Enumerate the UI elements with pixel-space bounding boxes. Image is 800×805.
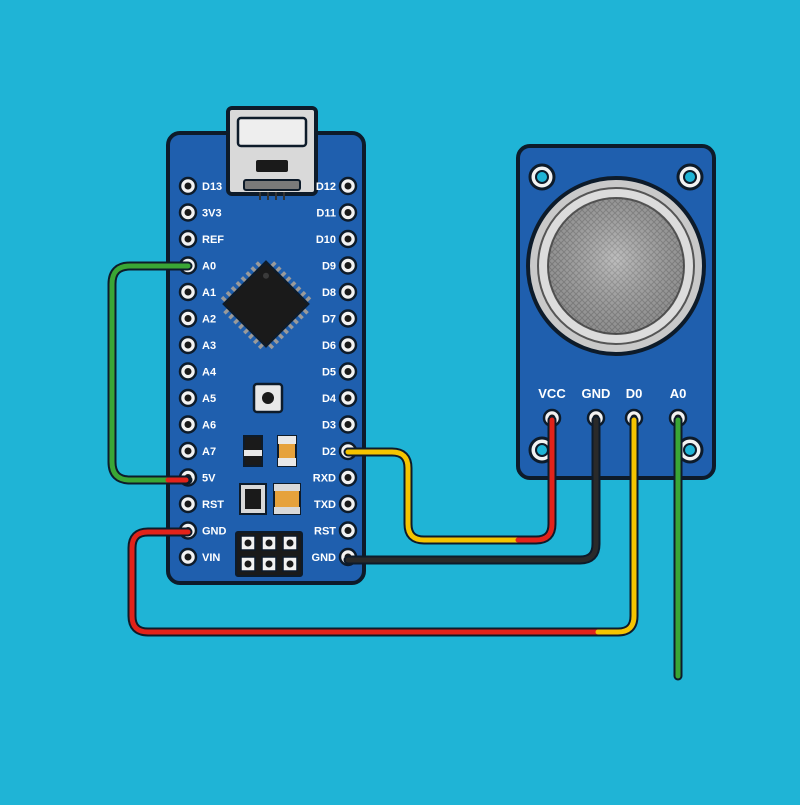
arduino-pin-a4 <box>178 362 198 381</box>
arduino-pcb <box>166 131 366 585</box>
arduino-pin-label: D13 <box>202 181 222 193</box>
arduino-pin-label: D2 <box>322 446 336 458</box>
sensor-pin-label: D0 <box>626 386 643 401</box>
arduino-pin-a6 <box>178 415 198 434</box>
arduino-pin-a3 <box>178 335 198 355</box>
arduino-pin-label: A2 <box>202 314 216 326</box>
arduino-pin-d3 <box>338 415 358 434</box>
arduino-pin-label: D7 <box>322 314 336 326</box>
arduino-pin-rst <box>178 494 198 514</box>
wire-red-gnd-to-d0-core <box>129 529 603 635</box>
arduino-pin-label: 3V3 <box>202 208 222 220</box>
arduino-pin-rst <box>338 521 358 540</box>
arduino-pin-d9 <box>338 256 358 275</box>
arduino-pin-label: GND <box>312 552 337 564</box>
arduino-pin-label: 5V <box>202 473 216 485</box>
arduino-pin-d6 <box>338 335 358 355</box>
arduino-pin-rxd <box>338 468 358 487</box>
arduino-pin-d10 <box>338 229 358 249</box>
mounting-hole-bottom-right <box>676 436 704 464</box>
arduino-pin-label: GND <box>202 526 227 538</box>
arduino-pin-label: D11 <box>316 208 336 220</box>
arduino-pin-d4 <box>338 388 358 408</box>
usb-mini-connector-icon <box>226 106 318 200</box>
arduino-pin-label: A4 <box>202 367 217 379</box>
arduino-pin-label: D12 <box>316 181 336 193</box>
wire-green-a0-to-5v-core <box>109 263 191 483</box>
mounting-hole-top-right <box>676 163 704 191</box>
sensor-pin-label: A0 <box>670 386 687 401</box>
wire-red-vcc-core <box>515 417 555 543</box>
arduino-pin-label: D3 <box>322 420 336 432</box>
arduino-pin-d13 <box>178 176 198 196</box>
arduino-pin-txd <box>338 494 358 514</box>
arduino-pin-a5 <box>178 388 198 408</box>
smd-tantalum <box>273 483 301 515</box>
sensor-pin-label: GND <box>582 386 611 401</box>
arduino-pin-d8 <box>338 282 358 302</box>
arduino-pin-label: D10 <box>316 234 336 246</box>
arduino-pin-label: RXD <box>313 473 336 485</box>
arduino-pin-label: D8 <box>322 287 336 299</box>
arduino-pin-label: VIN <box>202 552 220 564</box>
arduino-pin-label: A6 <box>202 420 216 432</box>
arduino-pin-d5 <box>338 362 358 381</box>
wires <box>107 261 683 681</box>
arduino-pin-a2 <box>178 309 198 328</box>
arduino-pin-label: D4 <box>322 393 337 405</box>
sensor-pin-label: VCC <box>538 386 566 401</box>
reset-button-icon[interactable] <box>252 382 284 414</box>
smd-diode <box>243 435 263 467</box>
arduino-pin-label: D6 <box>322 340 336 352</box>
arduino-pin-label: D9 <box>322 261 336 273</box>
arduino-pin-label: REF <box>202 234 224 246</box>
arduino-pin-label: RST <box>202 499 224 511</box>
smd-capacitor <box>277 435 297 467</box>
arduino-pin-label: A3 <box>202 340 216 352</box>
sensor-mesh-icon <box>526 176 706 356</box>
wire-yellow-d0-core <box>595 417 637 635</box>
arduino-pin-d12 <box>338 176 358 196</box>
mounting-hole-top-left <box>528 163 556 191</box>
arduino-pin-label: A5 <box>202 393 216 405</box>
arduino-pin-label: A7 <box>202 446 216 458</box>
arduino-pin-a7 <box>178 441 198 461</box>
arduino-pin-ref <box>178 229 198 249</box>
arduino-pin-label: TXD <box>314 499 336 511</box>
microcontroller-chip-icon <box>220 260 312 350</box>
smd-regulator <box>239 483 267 515</box>
arduino-pin-a1 <box>178 282 198 302</box>
wire-black-gnd-to-gnd-core <box>345 417 599 563</box>
arduino-pin-vin <box>178 547 198 567</box>
arduino-pin-label: D5 <box>322 367 336 379</box>
wire-yellow-d2-to-vcc-core <box>345 449 523 543</box>
gas-sensor-module: VCC GND D0 A0 <box>516 144 716 480</box>
arduino-pin-label: RST <box>314 526 336 538</box>
arduino-pin-3v3 <box>178 203 198 222</box>
arduino-pin-label: A0 <box>202 261 216 273</box>
arduino-pin-label: A1 <box>202 287 216 299</box>
arduino-pin-d11 <box>338 203 358 222</box>
icsp-header <box>235 531 303 577</box>
arduino-pin-d7 <box>338 309 358 328</box>
